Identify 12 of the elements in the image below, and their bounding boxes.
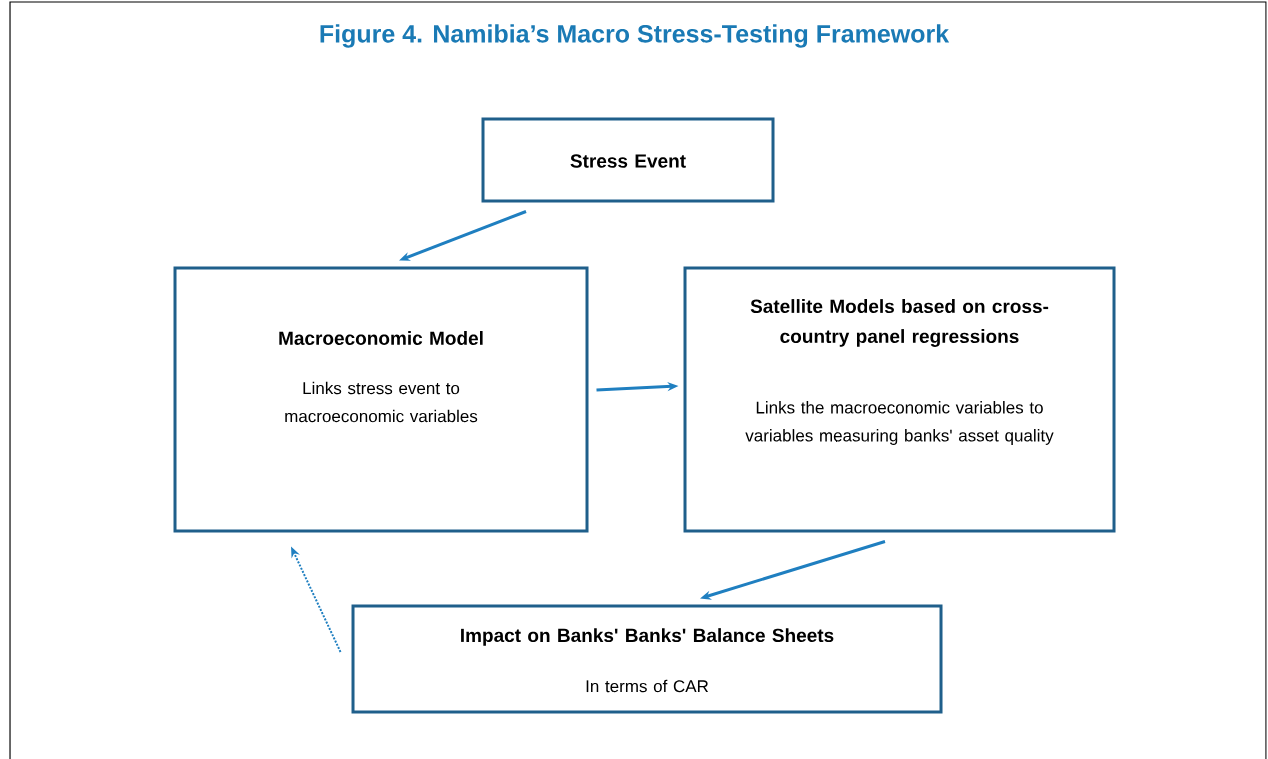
- box-heading: Stress Event: [570, 154, 686, 168]
- box-heading: Impact on Banks' Banks' Balance Sheets: [461, 628, 834, 646]
- box-text: Links stress event to macroeconomic variables: [285, 381, 478, 423]
- process-box: [351, 604, 943, 714]
- process-box: [481, 117, 775, 203]
- box-heading: Macroeconomic Model: [279, 331, 483, 345]
- box-text: Links the macroeconomic variables to variables measuring banks' asset quality: [745, 401, 1054, 445]
- process-box: [683, 266, 1116, 533]
- figure-title: Figure 4. Namibia’s Macro Stress-Testing Framework: [320, 24, 950, 48]
- process-box: [173, 266, 589, 533]
- box-heading: Satellite Models based on cross-country panel regressions: [750, 299, 1049, 347]
- box-text: In terms of CAR: [586, 679, 709, 693]
